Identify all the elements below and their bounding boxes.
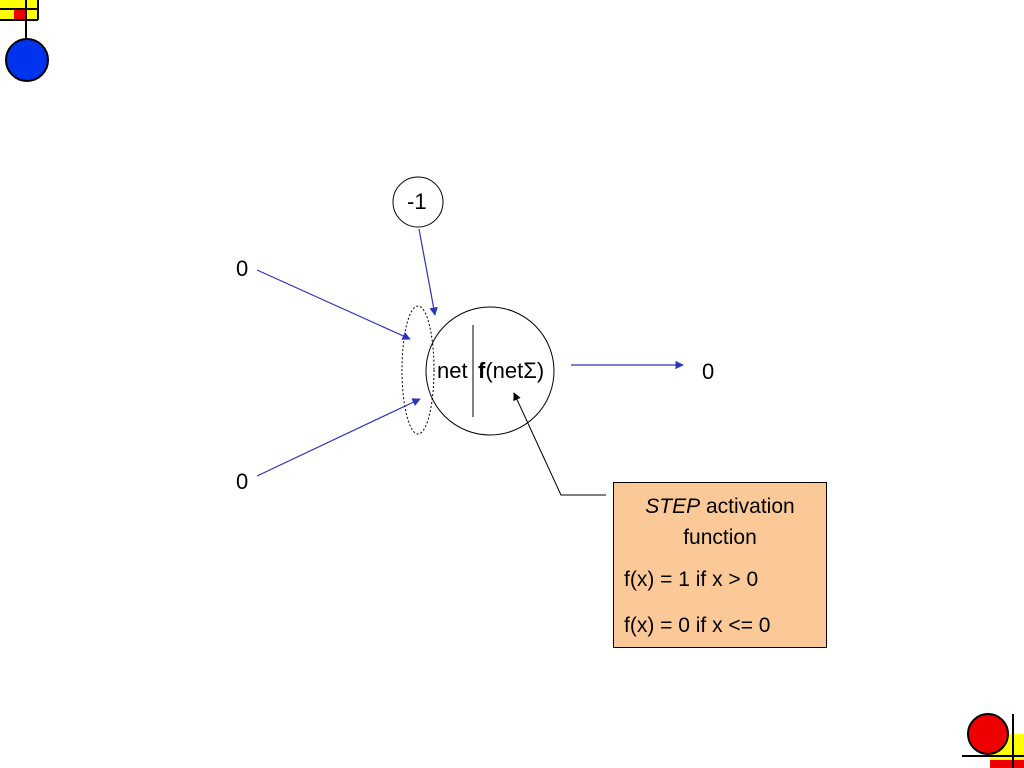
- note-title: STEP activation function: [614, 491, 826, 553]
- input-2-arrow: [256, 398, 421, 477]
- bias-value: -1: [407, 189, 427, 214]
- net-label: net: [437, 358, 468, 383]
- activation-label: f(netΣ): [478, 360, 544, 382]
- logo-red-circle: [967, 713, 1009, 755]
- bias-node-circle: [392, 176, 444, 228]
- step-function-note: STEP activation function f(x) = 1 if x >…: [613, 482, 827, 648]
- bias-arrow: [418, 228, 438, 316]
- logo-blue-circle: [5, 38, 49, 82]
- input-1-arrow: [256, 269, 411, 340]
- activation-func-arg: (netΣ): [485, 358, 545, 383]
- summation-ellipse: [401, 305, 435, 435]
- input-2-value: 0: [236, 469, 249, 494]
- logo-red-bar: [990, 760, 1024, 768]
- activation-func-name: f: [478, 358, 486, 383]
- corner-logo-bottom-right: [962, 713, 1024, 768]
- neuron-circle: [425, 306, 555, 436]
- note-rule-2: f(x) = 0 if x <= 0: [624, 614, 771, 637]
- input-1-value: 0: [236, 256, 249, 281]
- note-title-rest: activation function: [683, 495, 795, 549]
- output-value: 0: [702, 359, 715, 384]
- logo-red-square: [14, 9, 26, 20]
- note-rule-1: f(x) = 1 if x > 0: [624, 568, 759, 591]
- corner-logo-top-left: [0, 0, 49, 82]
- callout-connector: [513, 392, 606, 496]
- note-title-italic: STEP: [645, 495, 701, 518]
